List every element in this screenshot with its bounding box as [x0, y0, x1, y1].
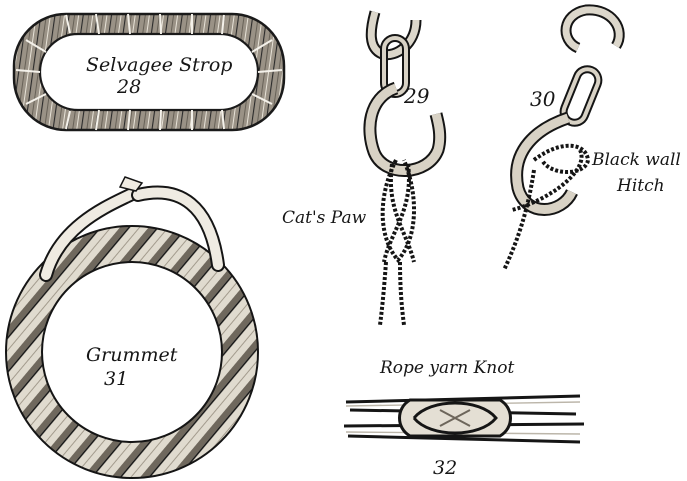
selvagee-strop-number: 28 [117, 78, 141, 97]
rope-yarn-knot-caption: Rope yarn Knot [380, 360, 514, 377]
blackwall-hitch-caption-line1: Black wall [592, 152, 681, 169]
cats-paw-number: 29 [404, 86, 429, 106]
grummet-illustration [0, 165, 260, 481]
blackwall-hitch-illustration [490, 0, 650, 280]
grummet-number: 31 [104, 370, 128, 389]
rope-yarn-knot-number: 32 [433, 459, 457, 478]
cats-paw-illustration [340, 0, 460, 330]
cats-paw-caption: Cat's Paw [282, 210, 366, 227]
grummet-caption: Grummet [86, 346, 177, 365]
blackwall-hitch-number: 30 [530, 89, 555, 109]
selvagee-strop-caption: Selvagee Strop [86, 56, 232, 75]
blackwall-hitch-caption-line2: Hitch [617, 178, 665, 195]
rope-yarn-knot-illustration [340, 380, 590, 460]
